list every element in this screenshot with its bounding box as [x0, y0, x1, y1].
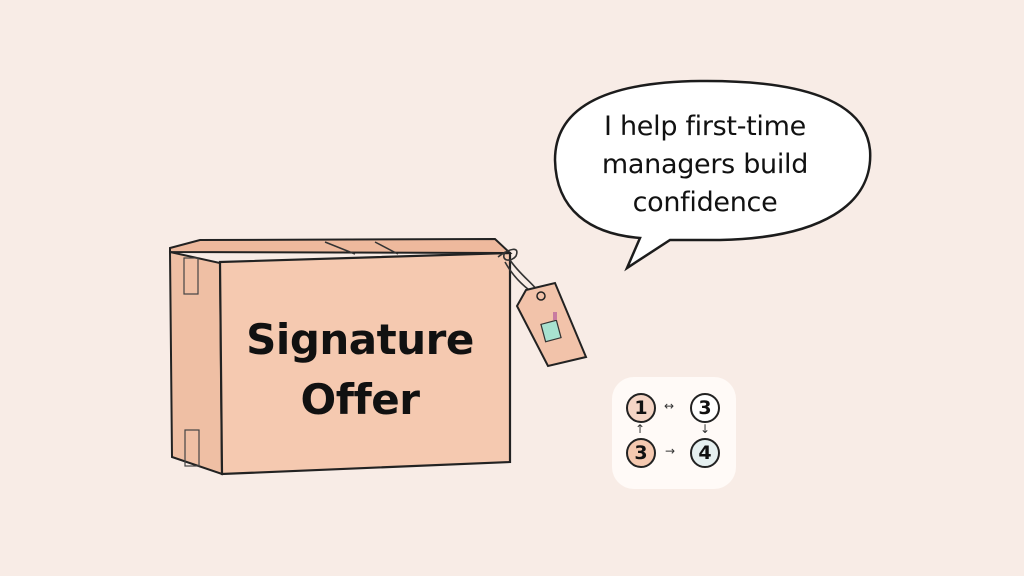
bubble-line-2: managers build: [601, 149, 809, 180]
arrow-down-icon: ↓: [700, 422, 711, 436]
arrow-bidirectional-icon: ↔: [664, 399, 675, 413]
gift-tag: [515, 281, 588, 368]
arrow-right-icon: →: [665, 444, 676, 458]
flow-node-1: 1: [626, 393, 656, 423]
speech-bubble: [553, 79, 872, 272]
box-label-line-1: Signature: [246, 315, 474, 364]
arrow-up-icon: ↑: [635, 422, 646, 436]
box-front: [218, 251, 512, 476]
flow-diagram-card: 1 3 3 4 ↔ ↑ ↓ →: [612, 377, 736, 489]
flow-node-4: 4: [690, 438, 720, 468]
box-label: Signature Offer: [210, 310, 510, 430]
box-label-line-2: Offer: [300, 375, 420, 424]
bubble-line-1: I help first-time: [604, 111, 806, 142]
flow-node-3: 3: [626, 438, 656, 468]
box-top: [169, 237, 513, 255]
speech-bubble-text: I help first-time managers build confide…: [560, 108, 850, 222]
flow-node-2: 3: [690, 393, 720, 423]
bubble-line-3: confidence: [632, 187, 778, 218]
